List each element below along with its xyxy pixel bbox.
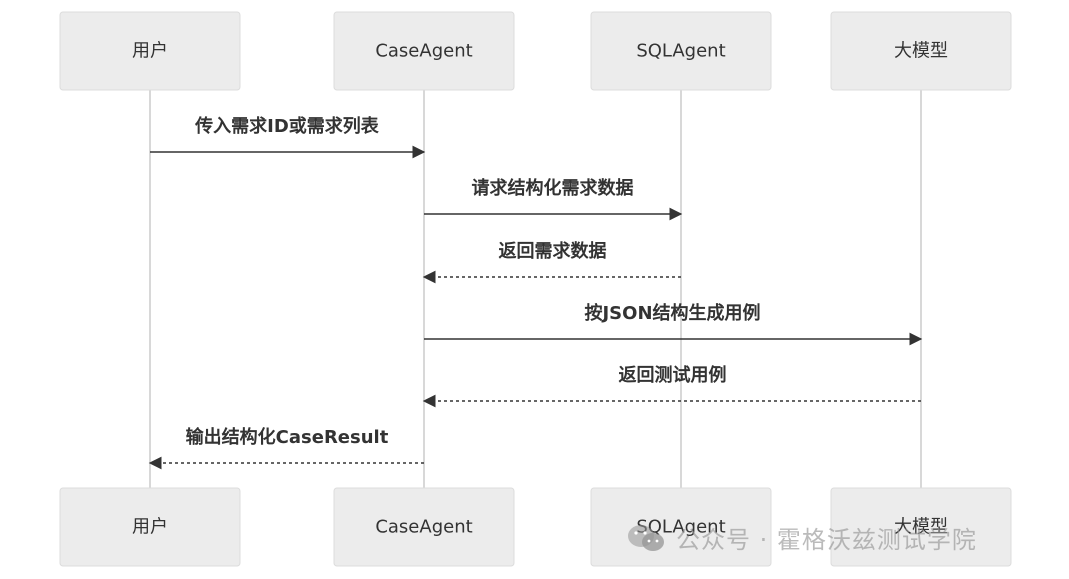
participant-label: SQLAgent — [636, 517, 725, 538]
participant-label: CaseAgent — [375, 517, 472, 538]
participant-top-1: CaseAgent — [333, 11, 515, 91]
participant-label: 用户 — [132, 517, 168, 538]
participant-label: CaseAgent — [375, 41, 472, 62]
message-label: 返回需求数据 — [499, 240, 607, 262]
message-label: 传入需求ID或需求列表 — [194, 115, 380, 137]
participant-bottom-3: 大模型 — [830, 487, 1012, 567]
message-4: 按JSON结构生成用例 — [424, 302, 923, 346]
participant-label: 大模型 — [894, 517, 948, 538]
participant-top-3: 大模型 — [830, 11, 1012, 91]
message-label: 返回测试用例 — [619, 364, 727, 386]
participant-box — [59, 11, 241, 91]
participant-box — [333, 11, 515, 91]
participant-box — [590, 487, 772, 567]
participant-top-0: 用户 — [59, 11, 241, 91]
participant-label: SQLAgent — [636, 41, 725, 62]
participant-top-2: SQLAgent — [590, 11, 772, 91]
message-6: 输出结构化CaseResult — [148, 426, 424, 470]
message-3: 返回需求数据 — [422, 240, 681, 284]
message-label: 输出结构化CaseResult — [186, 426, 389, 448]
watermark-text: 公众号 · 霍格沃兹测试学院 — [676, 526, 977, 554]
participant-label: 用户 — [132, 41, 168, 62]
message-5: 返回测试用例 — [422, 364, 921, 408]
participant-bottom-1: CaseAgent — [333, 487, 515, 567]
message-label: 请求结构化需求数据 — [472, 177, 634, 199]
participant-box — [830, 11, 1012, 91]
watermark: 公众号 · 霍格沃兹测试学院 — [626, 520, 977, 555]
participant-box — [59, 487, 241, 567]
wechat-icon — [628, 524, 664, 551]
participant-box — [830, 487, 1012, 567]
participant-box — [590, 11, 772, 91]
participant-label: 大模型 — [894, 41, 948, 62]
participant-box — [333, 487, 515, 567]
message-2: 请求结构化需求数据 — [424, 177, 683, 221]
participant-bottom-2: SQLAgent — [590, 487, 772, 567]
participant-bottom-0: 用户 — [59, 487, 241, 567]
message-label: 按JSON结构生成用例 — [584, 302, 760, 324]
message-1: 传入需求ID或需求列表 — [150, 115, 426, 159]
